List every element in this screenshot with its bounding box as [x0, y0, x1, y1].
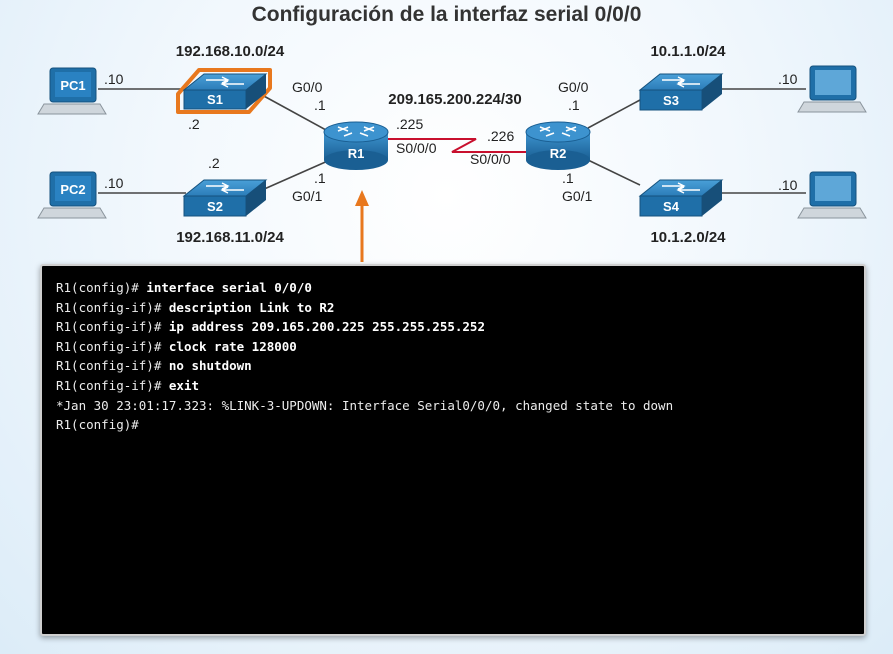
terminal-line: R1(config-if)# no shutdown — [56, 356, 864, 376]
r2-g00-host-label: .1 — [568, 97, 580, 113]
r1-router[interactable]: R1 — [323, 121, 389, 170]
terminal-command: clock rate 128000 — [168, 338, 297, 354]
terminal-prompt: R1(config-if)# — [56, 377, 169, 393]
s1-switch[interactable]: S1 — [176, 68, 272, 114]
network-topology: PC1 PC2 S1 S2 — [37, 43, 867, 262]
s1-host-label: .2 — [188, 116, 200, 132]
link-r2-s3 — [587, 99, 641, 129]
link-s1-r1 — [261, 94, 327, 131]
r1-s000-label: S0/0/0 — [396, 140, 437, 156]
terminal-command: interface serial 0/0/0 — [146, 280, 312, 295]
pc1-host-label: .10 — [104, 71, 124, 87]
terminal-prompt: R1(config-if)# — [56, 358, 169, 374]
s2-switch[interactable]: S2 — [182, 179, 268, 217]
terminal-output: R1(config)# interface serial 0/0/0 R1(co… — [42, 266, 864, 435]
links — [98, 88, 806, 194]
terminal-line: R1(config)# — [56, 415, 864, 435]
terminal-log-message: *Jan 30 23:01:17.323: %LINK-3-UPDOWN: In… — [56, 397, 674, 413]
diagram-title: Configuración de la interfaz serial 0/0/… — [251, 3, 642, 26]
terminal-prompt: R1(config)# — [56, 280, 147, 295]
s2-label: S2 — [207, 199, 223, 214]
r1-g00-host-label: .1 — [314, 97, 326, 113]
r2-g00-label: G0/0 — [558, 79, 589, 95]
s3-switch[interactable]: S3 — [638, 73, 724, 111]
pc1-label: PC1 — [60, 78, 85, 93]
pc2-device[interactable]: PC2 — [37, 171, 107, 219]
terminal-command: exit — [168, 377, 199, 393]
network-label-lan1: 192.168.10.0/24 — [176, 43, 285, 60]
terminal-line: R1(config-if)# description Link to R2 — [56, 298, 864, 318]
pc4-host-label: .10 — [778, 177, 798, 193]
terminal-line: R1(config-if)# exit — [56, 376, 864, 396]
pc1-device[interactable]: PC1 — [37, 67, 107, 115]
terminal-command: ip address 209.165.200.225 255.255.255.2… — [168, 319, 485, 335]
r2-g01-host-label: .1 — [562, 170, 574, 186]
r1-g01-label: G0/1 — [292, 188, 323, 204]
terminal-command: description Link to R2 — [168, 299, 335, 315]
terminal-prompt: R1(config-if)# — [56, 338, 169, 354]
terminal-line: *Jan 30 23:01:17.323: %LINK-3-UPDOWN: In… — [56, 396, 864, 416]
terminal-prompt: R1(config)# — [56, 417, 139, 433]
terminal-line: R1(config)# interface serial 0/0/0 — [56, 278, 864, 298]
r2-g01-label: G0/1 — [562, 188, 593, 204]
r2-label: R2 — [550, 146, 567, 161]
link-r2-s4 — [587, 159, 641, 186]
network-label-lan3: 10.1.1.0/24 — [650, 43, 726, 60]
terminal-command: no shutdown — [168, 358, 252, 374]
r2-s000-label: S0/0/0 — [470, 151, 511, 167]
pc2-host-label: .10 — [104, 175, 124, 191]
terminal-line: R1(config-if)# ip address 209.165.200.22… — [56, 317, 864, 337]
s3-label: S3 — [663, 93, 679, 108]
s1-label: S1 — [207, 92, 223, 107]
r2-s000-host-label: .226 — [487, 128, 514, 144]
terminal-prompt: R1(config-if)# — [56, 299, 169, 315]
link-serial-r1-r2 — [388, 138, 530, 153]
r2-router[interactable]: R2 — [525, 121, 591, 170]
network-label-lan4: 10.1.2.0/24 — [650, 229, 726, 246]
terminal-line: R1(config-if)# clock rate 128000 — [56, 337, 864, 357]
link-s2-r1 — [261, 159, 331, 191]
s4-switch[interactable]: S4 — [638, 179, 724, 217]
r1-label: R1 — [348, 146, 365, 161]
r1-g00-label: G0/0 — [292, 79, 323, 95]
pc3-device[interactable] — [797, 65, 867, 113]
cli-terminal[interactable]: R1(config)# interface serial 0/0/0 R1(co… — [40, 264, 866, 636]
s4-label: S4 — [663, 199, 680, 214]
network-label-wan: 209.165.200.224/30 — [388, 91, 521, 108]
r1-s000-host-label: .225 — [396, 116, 423, 132]
r1-g01-host-label: .1 — [314, 170, 326, 186]
pc2-label: PC2 — [60, 182, 85, 197]
terminal-prompt: R1(config-if)# — [56, 319, 169, 335]
s2-host-label: .2 — [208, 155, 220, 171]
network-label-lan2: 192.168.11.0/24 — [176, 229, 284, 246]
pc3-host-label: .10 — [778, 71, 798, 87]
pc4-device[interactable] — [797, 171, 867, 219]
pointer-arrow — [355, 190, 369, 262]
